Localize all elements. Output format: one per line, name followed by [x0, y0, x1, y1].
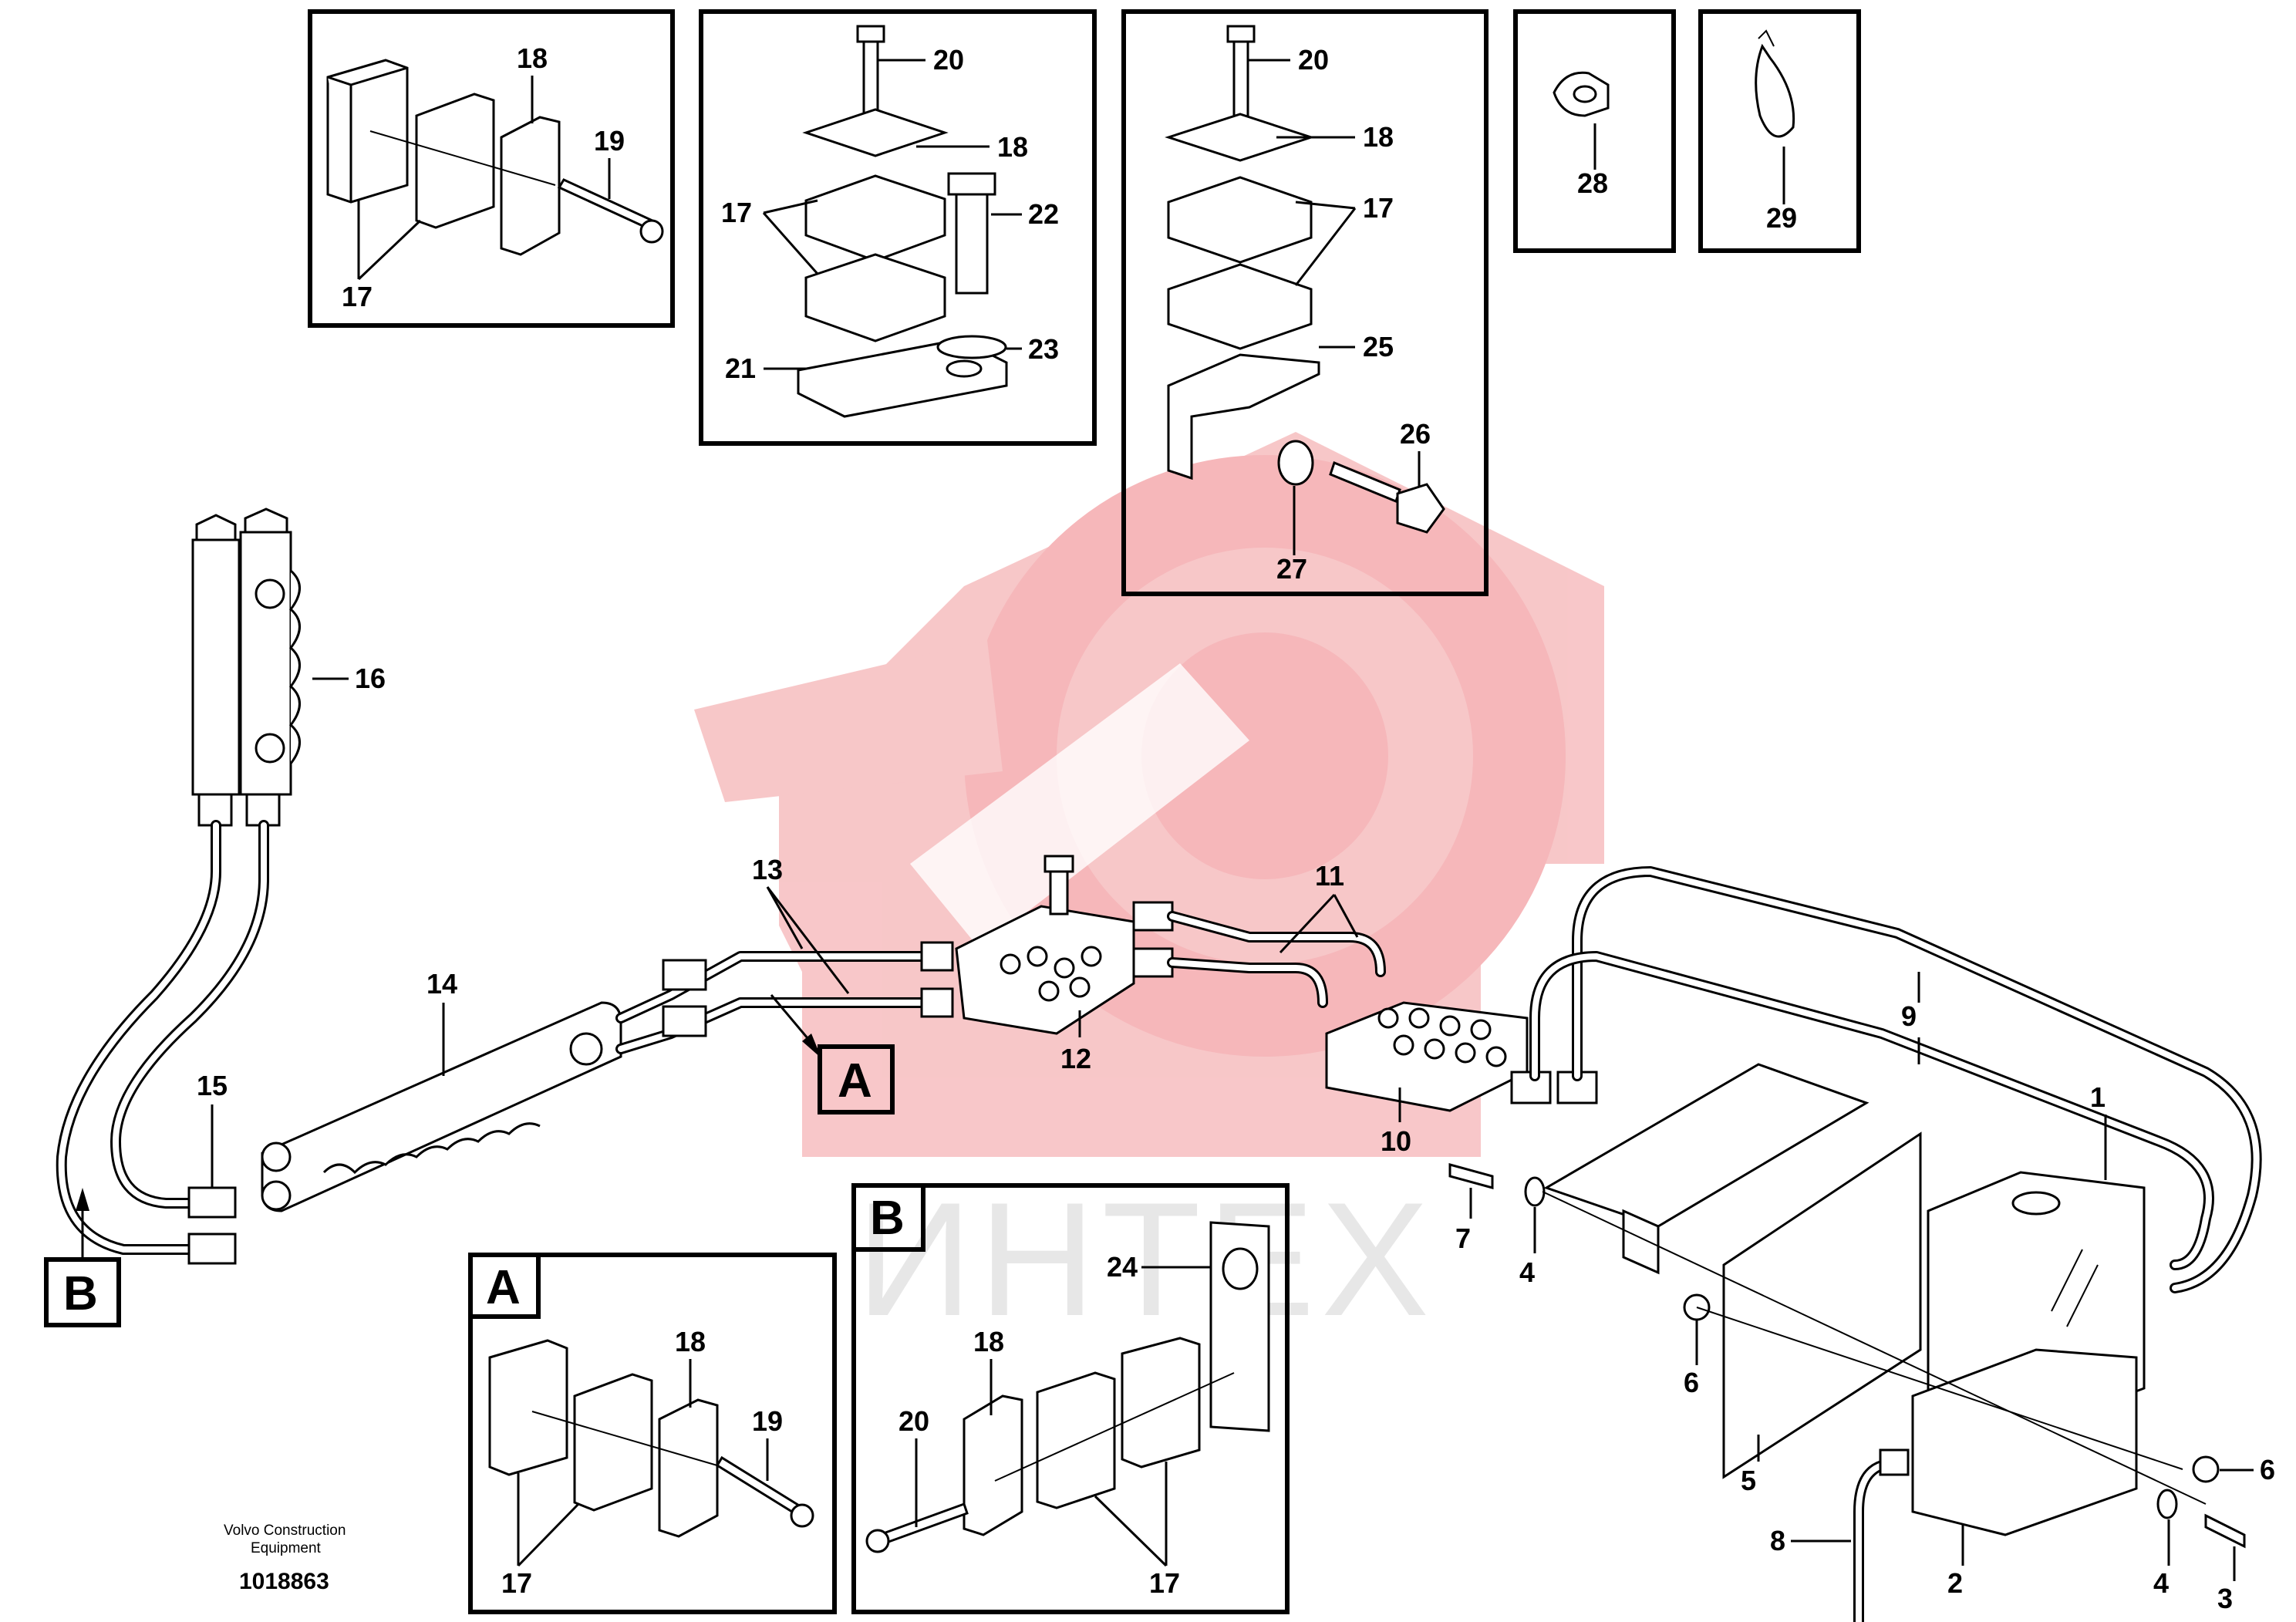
label-16: 16 — [355, 663, 386, 694]
bolt — [557, 178, 655, 230]
view-marker-a-label: A — [838, 1054, 872, 1108]
label-20: 20 — [933, 44, 964, 76]
clamp-half-upper — [804, 174, 946, 262]
clamp-half-lower — [804, 253, 946, 342]
kit-box-1: 18 19 17 — [308, 9, 675, 328]
valve-block-16: 16 — [191, 508, 386, 827]
detail-box-b-label: B — [870, 1192, 905, 1245]
detail-box-b: B 24 18 20 17 — [851, 1183, 1290, 1614]
label-18: 18 — [675, 1326, 706, 1357]
label-21: 21 — [725, 352, 756, 384]
bolt-20 — [1232, 31, 1249, 126]
label-19: 19 — [594, 125, 625, 157]
kit-box-2: 20 18 17 22 23 21 — [699, 9, 1097, 446]
valve-12 — [955, 855, 1174, 1035]
label-12: 12 — [1060, 1043, 1091, 1074]
elbow-fitting-8 — [1853, 1448, 1910, 1622]
clamp-half-upper — [1167, 176, 1313, 264]
caption-line-2: Equipment — [251, 1540, 322, 1556]
clamp-block — [415, 93, 495, 229]
label-6b: 6 — [2260, 1454, 2275, 1485]
bolts-washers — [1448, 1163, 2246, 1549]
label-24: 24 — [1107, 1251, 1138, 1283]
label-19: 19 — [752, 1405, 783, 1437]
caption-line-1: Volvo Construction — [224, 1523, 346, 1539]
valve-body-left — [191, 538, 241, 796]
label-18: 18 — [997, 131, 1028, 163]
label-9: 9 — [1901, 1000, 1917, 1032]
washer-23 — [936, 335, 1007, 359]
detail-box-a: A 18 19 17 — [468, 1253, 837, 1614]
label-6a: 6 — [1684, 1367, 1699, 1398]
label-2: 2 — [1947, 1567, 1963, 1599]
kit-box-4: 28 — [1513, 9, 1676, 253]
distribution-block-10 — [1325, 1001, 1598, 1112]
cover-plate — [500, 116, 561, 256]
view-marker-a: A — [770, 994, 895, 1114]
label-18: 18 — [1363, 121, 1394, 153]
label-18: 18 — [973, 1326, 1004, 1357]
label-3: 3 — [2217, 1583, 2233, 1614]
label-27: 27 — [1276, 553, 1307, 585]
hoses-13 — [615, 941, 954, 1054]
label-5: 5 — [1741, 1465, 1756, 1496]
label-17: 17 — [721, 197, 752, 228]
hoses-9 — [1529, 866, 2262, 1293]
cover-plate — [802, 108, 949, 157]
clamp-halves — [326, 59, 409, 204]
hoses-b — [56, 820, 269, 1255]
bolt-26 — [1329, 461, 1401, 503]
label-17: 17 — [1149, 1567, 1180, 1599]
cable-tie-29 — [1755, 43, 1795, 138]
label-20: 20 — [1298, 44, 1329, 76]
label-4a: 4 — [1519, 1256, 1535, 1288]
kit-box-5: 29 — [1698, 9, 1861, 253]
label-1: 1 — [2090, 1081, 2106, 1113]
label-18: 18 — [517, 42, 548, 74]
label-4b: 4 — [2153, 1567, 2169, 1599]
label-26: 26 — [1400, 418, 1431, 450]
view-marker-b: B — [44, 1188, 121, 1327]
label-25: 25 — [1363, 331, 1394, 363]
caption: Volvo Construction Equipment 1018863 — [224, 1523, 346, 1594]
label-11: 11 — [1315, 860, 1344, 892]
label-17: 17 — [1363, 192, 1394, 224]
angle-bracket-25 — [1167, 353, 1320, 481]
detail-box-a-label: A — [486, 1261, 521, 1314]
label-23: 23 — [1028, 333, 1059, 365]
pump-reservoir-1 — [1911, 1171, 2146, 1536]
watermark-text: ИНТЕХ — [856, 1168, 1435, 1350]
label-22: 22 — [1028, 198, 1059, 230]
label-29: 29 — [1766, 202, 1797, 234]
label-17: 17 — [342, 281, 373, 312]
label-13: 13 — [752, 854, 783, 885]
distribution-block-14 — [261, 1001, 622, 1212]
label-8: 8 — [1770, 1525, 1785, 1556]
hoses-11 — [1167, 911, 1386, 1008]
kit-box-3: 20 18 17 25 26 27 — [1121, 9, 1489, 596]
label-15: 15 — [197, 1070, 228, 1101]
bracket-5 — [1543, 1063, 1922, 1479]
label-17: 17 — [501, 1567, 532, 1599]
fittings-15 — [187, 1186, 237, 1265]
view-marker-b-label: B — [63, 1267, 98, 1320]
bolt-22 — [955, 191, 989, 295]
clamp-half-lower — [1167, 263, 1313, 350]
doc-number: 1018863 — [239, 1569, 329, 1594]
washer-27 — [1277, 440, 1314, 486]
label-10: 10 — [1381, 1125, 1411, 1157]
label-14: 14 — [426, 968, 457, 1000]
label-20: 20 — [899, 1405, 929, 1437]
label-7: 7 — [1455, 1222, 1471, 1254]
label-28: 28 — [1577, 167, 1608, 199]
